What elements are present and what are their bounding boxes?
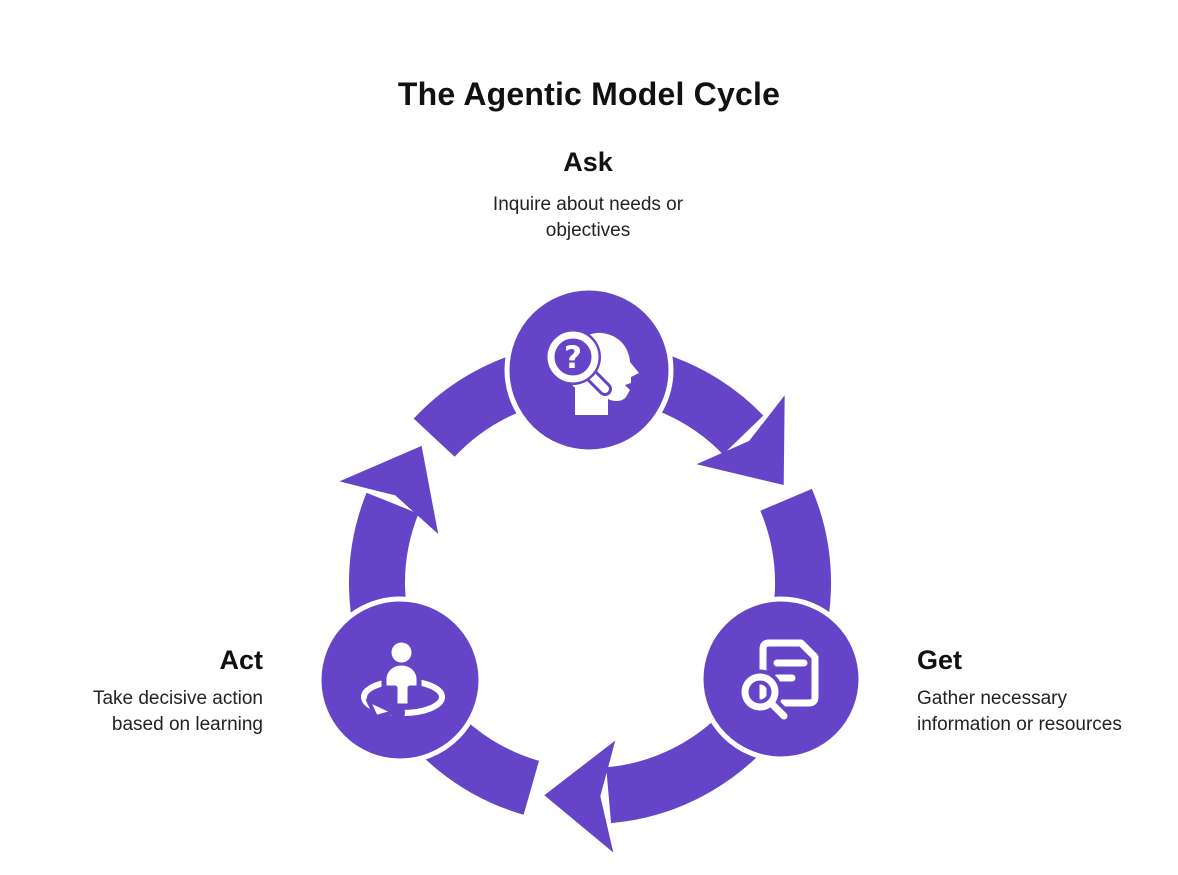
rotation-arrowhead-icon	[366, 698, 396, 719]
magnifier-lens	[547, 331, 599, 383]
person-head-shape	[391, 642, 412, 663]
node-title-get: Get	[917, 645, 963, 675]
document-search-icon	[737, 639, 819, 724]
person-rotation-icon	[361, 642, 445, 720]
cycle-arrows	[339, 395, 785, 853]
rotation-ring-gap	[391, 706, 405, 720]
page-title: The Agentic Model Cycle	[397, 76, 781, 112]
node-label-get: Get Gather necessary information or reso…	[917, 645, 1167, 738]
node-description-act: Take decisive action based on learning	[92, 688, 263, 735]
person-torso-shape	[381, 660, 422, 709]
node-description-get: Gather necessary information or resource…	[917, 688, 1122, 735]
node-label-act: Act Take decisive action based on learni…	[33, 645, 263, 738]
search-handle	[767, 699, 788, 720]
head-with-question-magnifier-icon: ?	[545, 329, 639, 415]
node-title-act: Act	[219, 645, 263, 675]
search-lens	[741, 673, 779, 711]
node-description-ask: Inquire about needs or objectives	[492, 194, 684, 241]
node-label-ask: Ask Inquire about needs or objectives	[438, 147, 738, 244]
arrow-act-to-ask-icon	[339, 445, 439, 534]
node-title-ask: Ask	[563, 147, 613, 177]
question-mark-glyph: ?	[564, 340, 582, 376]
arrow-ask-to-get-icon	[696, 395, 785, 485]
arrow-get-to-act-icon	[544, 740, 616, 853]
